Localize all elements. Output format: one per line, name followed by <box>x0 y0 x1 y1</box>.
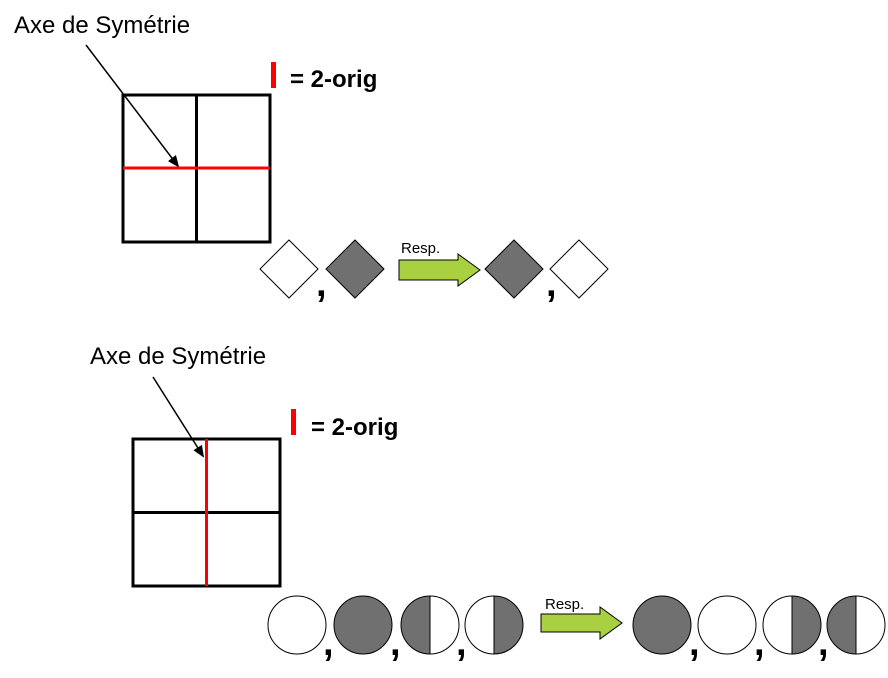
response-arrow <box>398 253 481 287</box>
comma: , <box>390 622 401 664</box>
comma: , <box>689 622 700 664</box>
response-arrow <box>540 606 623 640</box>
resp-label: Resp. <box>545 596 584 613</box>
panel-horizontal-axis: Axe de Symétrie = 2-orig , Resp. , <box>14 12 609 305</box>
response-circle-half-right <box>762 595 822 655</box>
response-circle-white <box>697 595 757 655</box>
stimulus-circle-gray <box>333 595 393 655</box>
pointer-arrow <box>152 376 205 458</box>
stimulus-diamond-white <box>259 239 319 299</box>
response-circle-half-left <box>826 595 886 655</box>
comma: , <box>754 622 765 664</box>
legend-text: = 2-orig <box>290 66 377 93</box>
response-diamond-white <box>549 239 609 299</box>
comma: , <box>546 263 557 305</box>
response-diamond-gray <box>484 239 544 299</box>
axis-label: Axe de Symétrie <box>14 12 190 39</box>
comma: , <box>818 622 829 664</box>
legend-text: = 2-orig <box>311 414 398 441</box>
stimulus-diamond-gray <box>325 239 385 299</box>
symmetry-legend-swatch <box>271 62 276 88</box>
comma: , <box>323 622 334 664</box>
response-circle-gray <box>632 595 692 655</box>
pointer-arrow <box>85 44 180 168</box>
stimulus-circle-half-right <box>464 595 524 655</box>
stimulus-circle-white <box>267 595 327 655</box>
panel-vertical-axis: Axe de Symétrie = 2-orig , , , Resp. <box>90 343 886 664</box>
comma: , <box>456 622 467 664</box>
resp-label: Resp. <box>401 240 440 257</box>
stimulus-circle-half-left <box>400 595 460 655</box>
symmetry-legend-swatch <box>291 409 296 435</box>
grid-2x2 <box>121 93 272 244</box>
axis-label: Axe de Symétrie <box>90 343 266 370</box>
grid-2x2 <box>131 437 282 588</box>
comma: , <box>316 263 327 305</box>
